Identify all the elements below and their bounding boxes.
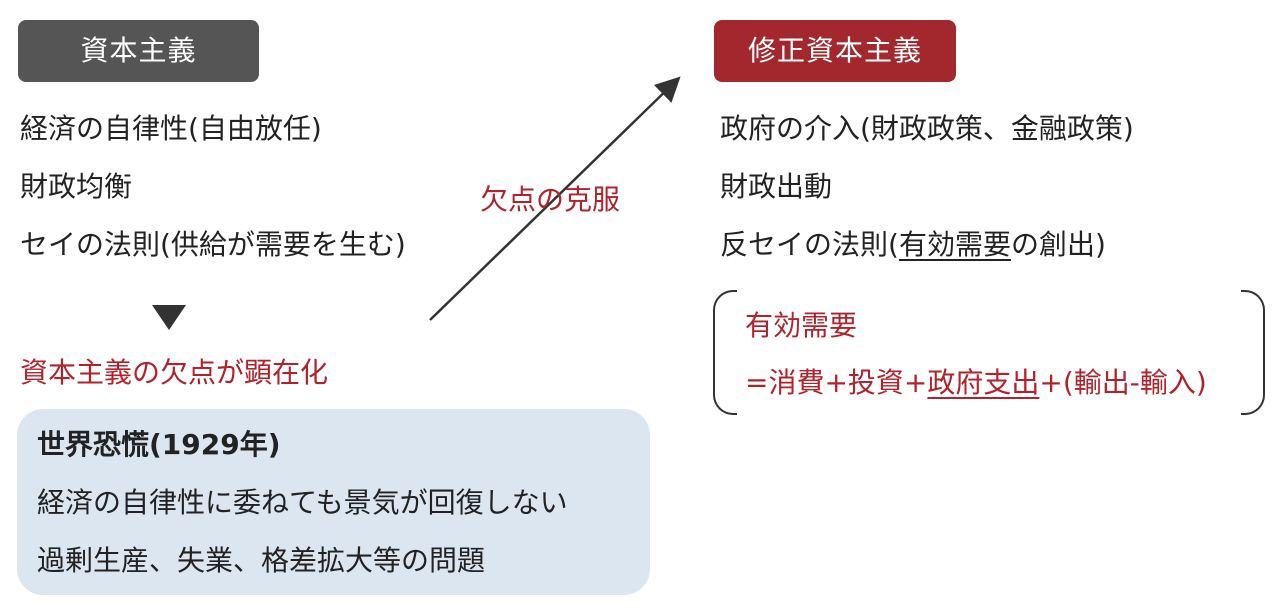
great-depression-title: 世界恐慌(1929年) bbox=[37, 428, 281, 461]
capitalism-defect-text: 資本主義の欠点が顕在化 bbox=[20, 356, 329, 389]
anti-says-law-prefix: 反セイの法則( bbox=[720, 228, 899, 261]
arrow-label: 欠点の克服 bbox=[480, 183, 621, 216]
great-depression-line-1: 経済の自律性に委ねても景気が回復しない bbox=[37, 486, 568, 519]
formula-part-1: =消費+投資+ bbox=[745, 366, 928, 399]
great-depression-line-2: 過剰生産、失業、格差拡大等の問題 bbox=[37, 544, 486, 577]
formula-part-2: +(輸出-輸入) bbox=[1039, 366, 1207, 399]
anti-says-law-suffix: の創出) bbox=[1010, 228, 1106, 261]
effective-demand-formula: =消費+投資+政府支出+(輸出-輸入) bbox=[745, 365, 1207, 401]
modified-item-anti-says-law: 反セイの法則(有効需要の創出) bbox=[720, 227, 1106, 263]
capitalism-badge: 資本主義 bbox=[18, 20, 259, 82]
modified-capitalism-badge: 修正資本主義 bbox=[714, 20, 956, 82]
capitalism-item-says-law: セイの法則(供給が需要を生む) bbox=[20, 228, 406, 261]
effective-demand-title: 有効需要 bbox=[745, 309, 858, 342]
capitalism-item-fiscal-balance: 財政均衡 bbox=[20, 170, 133, 203]
effective-demand-term: 有効需要 bbox=[898, 228, 1011, 261]
formula-government-spending: 政府支出 bbox=[927, 366, 1040, 399]
left-bracket bbox=[713, 290, 737, 415]
down-triangle-icon bbox=[152, 305, 186, 330]
modified-item-fiscal-stimulus: 財政出動 bbox=[720, 170, 833, 203]
capitalism-item-autonomy: 経済の自律性(自由放任) bbox=[20, 112, 322, 145]
modified-item-government-intervention: 政府の介入(財政政策、金融政策) bbox=[720, 112, 1134, 145]
great-depression-box bbox=[17, 409, 650, 595]
right-bracket bbox=[1241, 290, 1265, 415]
